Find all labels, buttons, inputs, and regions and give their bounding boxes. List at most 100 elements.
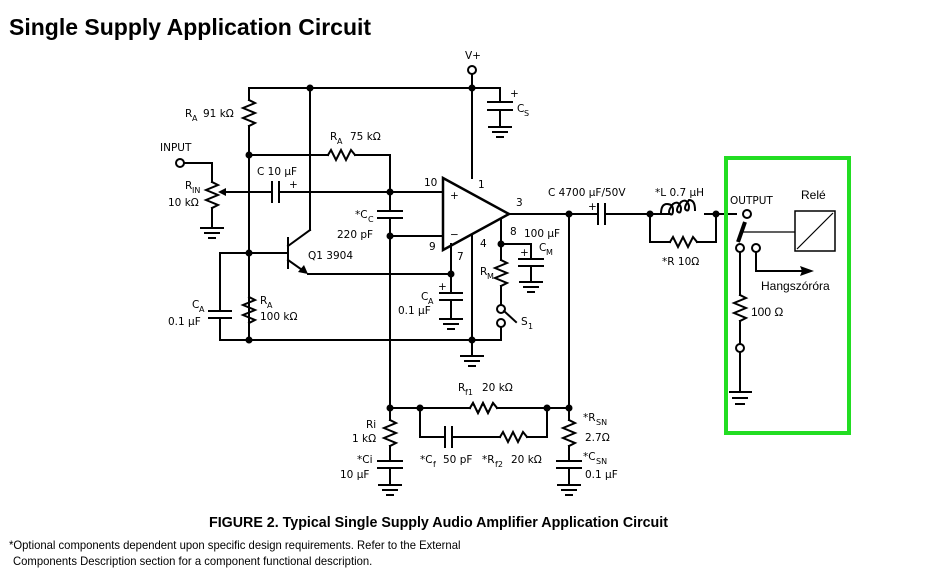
relay-switch-arm <box>736 221 747 243</box>
svg-text:C: C <box>421 291 428 303</box>
svg-text:R: R <box>185 180 192 192</box>
resistor-ra-100k <box>240 295 258 325</box>
ground-icon <box>439 318 463 330</box>
resistor-rf1-zigzag <box>468 400 499 416</box>
svg-text:2.7Ω: 2.7Ω <box>585 432 610 444</box>
ground-icon <box>519 281 543 293</box>
svg-text:IN: IN <box>192 186 200 195</box>
wiper-arrow <box>218 188 226 196</box>
terminal <box>735 343 745 353</box>
speaker-label: Hangszóróra <box>761 279 830 293</box>
svg-text:M: M <box>487 272 494 281</box>
svg-text:C 4700 μF/50V: C 4700 μF/50V <box>548 187 626 199</box>
svg-text:C: C <box>368 215 374 224</box>
svg-text:−: − <box>450 229 459 241</box>
ground-icon <box>488 126 512 138</box>
svg-text:A: A <box>192 114 198 123</box>
svg-text:C: C <box>192 299 199 311</box>
potentiometer-rin <box>203 180 221 210</box>
svg-text:220 pF: 220 pF <box>337 229 373 241</box>
svg-text:100 μF: 100 μF <box>524 228 560 240</box>
input-label: INPUT <box>160 142 192 154</box>
wire-cs <box>471 87 501 101</box>
svg-text:0.1 μF: 0.1 μF <box>398 305 431 317</box>
wire <box>183 162 213 183</box>
svg-text:*L 0.7 μH: *L 0.7 μH <box>655 187 704 199</box>
svg-text:10 μF: 10 μF <box>340 469 369 481</box>
svg-text:+: + <box>438 281 447 293</box>
input-terminal <box>175 158 185 168</box>
relay-contact <box>751 243 761 253</box>
ground-icon <box>200 227 224 239</box>
svg-text:1: 1 <box>528 322 533 331</box>
svg-text:R: R <box>260 295 267 307</box>
relay-label: Relé <box>801 188 826 202</box>
svg-text:*C: *C <box>355 209 368 221</box>
wire <box>500 243 532 259</box>
svg-text:f: f <box>433 460 436 469</box>
resistor-ra-91k <box>240 98 258 128</box>
svg-text:Ri: Ri <box>366 419 376 431</box>
footnote-line-2: Components Description section for a com… <box>13 554 373 568</box>
inductor-l <box>659 198 697 216</box>
svg-text:10: 10 <box>424 177 437 189</box>
svg-text:SN: SN <box>596 457 607 466</box>
page-title: Single Supply Application Circuit <box>9 14 372 40</box>
svg-text:75 kΩ: 75 kΩ <box>350 131 381 143</box>
svg-text:+: + <box>588 201 597 213</box>
figure-caption: FIGURE 2. Typical Single Supply Audio Am… <box>209 514 668 531</box>
svg-text:91 kΩ: 91 kΩ <box>203 108 234 120</box>
svg-text:10 kΩ: 10 kΩ <box>168 197 199 209</box>
wire <box>471 326 502 341</box>
vplus-label: V+ <box>465 50 481 62</box>
svg-text:*R: *R <box>583 412 596 424</box>
svg-text:20 kΩ: 20 kΩ <box>511 454 542 466</box>
arrow-right-icon <box>800 266 814 276</box>
resistor-r10 <box>668 234 699 250</box>
svg-text:*C: *C <box>420 454 433 466</box>
svg-text:C 10 μF: C 10 μF <box>257 166 297 178</box>
relay-contact <box>735 243 745 253</box>
output-terminal <box>742 209 752 219</box>
svg-text:A: A <box>337 137 343 146</box>
svg-text:S: S <box>524 109 529 118</box>
vplus-terminal <box>467 65 477 75</box>
svg-text:*R: *R <box>482 454 495 466</box>
highlight-box <box>724 156 851 435</box>
wire <box>649 213 671 243</box>
svg-text:A: A <box>199 305 205 314</box>
svg-text:+: + <box>289 179 298 191</box>
svg-text:9: 9 <box>429 241 436 253</box>
svg-text:0.1 μF: 0.1 μF <box>168 316 201 328</box>
resistor-ri <box>381 418 399 448</box>
junction-dot <box>565 404 573 412</box>
wire <box>419 407 445 438</box>
svg-text:C: C <box>539 242 546 254</box>
ground-icon <box>557 484 581 496</box>
svg-text:R: R <box>330 131 337 143</box>
footnote-line-1: *Optional components dependent upon spec… <box>9 538 461 552</box>
emitter-arrow <box>298 265 308 274</box>
relay-coil-diagonal <box>796 212 834 250</box>
q1-collector <box>286 228 312 248</box>
output-label: OUTPUT <box>730 195 773 207</box>
switch-s1[interactable] <box>502 309 518 324</box>
svg-text:SN: SN <box>596 418 607 427</box>
svg-text:A: A <box>428 297 434 306</box>
svg-text:*C: *C <box>583 451 596 463</box>
wire <box>696 213 717 243</box>
svg-text:3: 3 <box>516 197 523 209</box>
svg-text:R: R <box>458 382 465 394</box>
svg-text:7: 7 <box>457 251 464 263</box>
svg-text:100 Ω: 100 Ω <box>751 305 783 319</box>
resistor-rf2 <box>498 429 529 445</box>
svg-text:1: 1 <box>478 179 485 191</box>
svg-text:f1: f1 <box>465 388 473 397</box>
resistor-rm <box>492 258 510 288</box>
q1-label: Q1 3904 <box>308 250 353 262</box>
wire <box>354 154 391 193</box>
resistor-100 <box>731 293 749 323</box>
switch-contact <box>496 318 506 328</box>
svg-text:+: + <box>510 88 519 100</box>
